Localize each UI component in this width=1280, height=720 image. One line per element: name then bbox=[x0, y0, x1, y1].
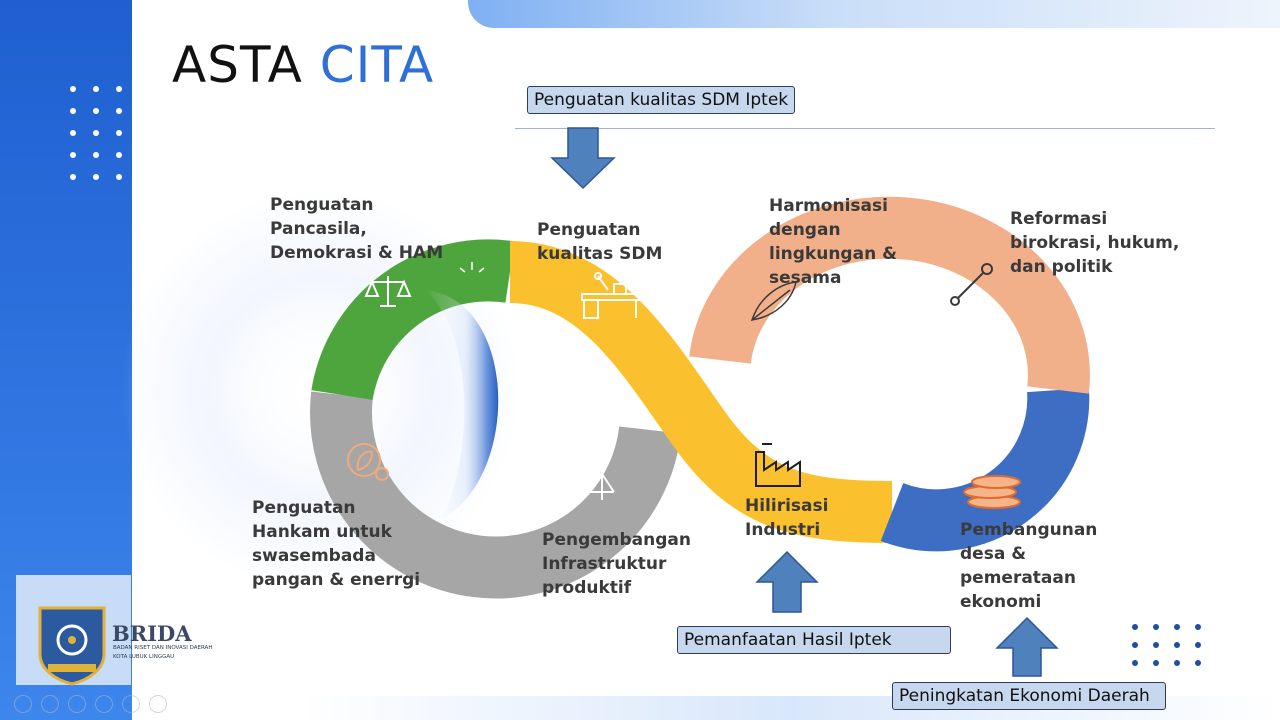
brida-logo-text: BRIDA bbox=[112, 621, 192, 646]
segment-yellow bbox=[508, 241, 893, 543]
label-pancasila: Penguatan Pancasila, Demokrasi & HAM bbox=[270, 195, 444, 263]
prev-slide-icon[interactable] bbox=[14, 695, 32, 713]
up-arrow-middle bbox=[755, 550, 819, 613]
segment-green bbox=[311, 239, 515, 401]
factory-icon bbox=[755, 443, 801, 487]
desk-icon bbox=[581, 272, 641, 319]
brida-subtitle-line-2: KOTA LUBUK LINGGAU bbox=[113, 654, 175, 660]
wrench-icon bbox=[950, 263, 993, 306]
city-emblem-icon bbox=[38, 606, 106, 686]
label-reformasi: Reformasi birokrasi, hukum, dan politik bbox=[1010, 209, 1180, 277]
callout-peningkatan-ekonomi: Peningkatan Ekonomi Daerah bbox=[892, 682, 1166, 710]
slides-grid-icon[interactable] bbox=[95, 695, 113, 713]
pen-icon[interactable] bbox=[68, 695, 86, 713]
label-hankam: Penguatan Hankam untuk swasembada pangan… bbox=[252, 498, 421, 590]
lens-shadow bbox=[425, 290, 499, 520]
title-part-1: ASTA bbox=[172, 36, 303, 94]
label-hilirisasi: Hilirisasi Industri bbox=[745, 496, 829, 540]
bridge-icon bbox=[559, 470, 615, 500]
callout-pemanfaatan-iptek: Pemanfaatan Hasil Iptek bbox=[677, 626, 951, 654]
top-gradient-band bbox=[468, 0, 1280, 28]
page-title: ASTA CITA bbox=[172, 36, 434, 94]
more-options-icon[interactable] bbox=[149, 695, 167, 713]
zoom-icon[interactable] bbox=[122, 695, 140, 713]
divider-line bbox=[515, 128, 1215, 129]
segment-gray-left bbox=[310, 391, 681, 599]
down-arrow-top bbox=[550, 127, 616, 190]
sparkle-icon bbox=[459, 262, 485, 273]
label-pembangunan-desa: Pembangunan desa & pemerataan ekonomi bbox=[960, 520, 1098, 612]
label-kualitas-sdm: Penguatan kualitas SDM bbox=[537, 220, 663, 264]
decorative-dot-grid-left bbox=[70, 86, 122, 180]
brida-subtitle: BADAN RISET DAN INOVASI DAERAH KOTA LUBU… bbox=[113, 644, 212, 662]
feather-icon bbox=[750, 281, 797, 321]
up-arrow-bottom bbox=[995, 616, 1059, 677]
decorative-dot-grid-right bbox=[1132, 624, 1201, 666]
plant-icon bbox=[347, 443, 389, 481]
coins-icon bbox=[963, 475, 1021, 509]
label-infrastruktur: Pengembangan Infrastruktur produktif bbox=[542, 530, 691, 598]
segment-peach bbox=[689, 196, 1090, 394]
callout-penguatan-sdm-iptek: Penguatan kualitas SDM Iptek bbox=[527, 86, 796, 114]
play-icon[interactable] bbox=[41, 695, 59, 713]
brida-subtitle-line-1: BADAN RISET DAN INOVASI DAERAH bbox=[113, 645, 213, 651]
label-harmonisasi: Harmonisasi dengan lingkungan & sesama bbox=[769, 196, 897, 288]
title-part-2: CITA bbox=[319, 36, 435, 94]
presentation-toolbar bbox=[14, 695, 167, 713]
scales-icon bbox=[364, 276, 412, 307]
